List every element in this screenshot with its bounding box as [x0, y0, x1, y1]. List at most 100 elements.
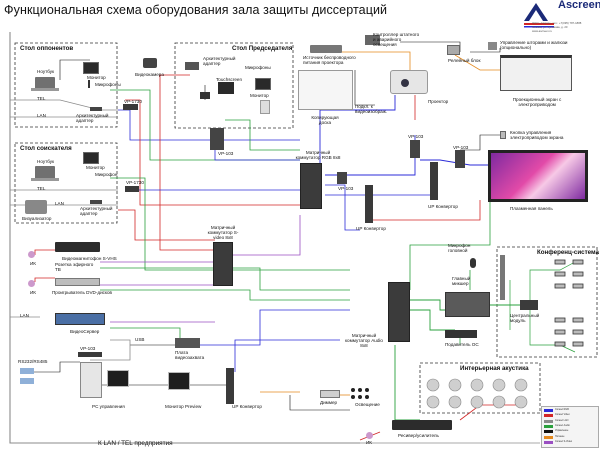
enterprise-lan-label: К LAN / TEL предприятия — [98, 440, 173, 447]
acoustics-box — [419, 362, 541, 414]
vp103-d-label: VP-103 — [338, 186, 354, 191]
rs232-device-icon — [20, 378, 34, 384]
lan-3-label: LAN — [20, 313, 29, 318]
pc-tower-icon — [80, 362, 102, 398]
legend-swatch — [544, 419, 553, 423]
relay-block-label: Релейный блок — [448, 58, 481, 63]
dimmer-device — [320, 390, 340, 398]
page-title: Функциональная схема оборудования зала з… — [4, 3, 388, 17]
notebook-base-icon — [31, 88, 59, 91]
legend-entry: Питание — [544, 434, 596, 440]
projector-lens-icon — [401, 79, 409, 87]
tv-socket-label: Розетка эфирного ТВ — [55, 262, 94, 272]
legend-label: Сигнал Video — [555, 413, 570, 417]
vp103-pc-device — [78, 352, 102, 357]
audio-matrix-label: Матричный коммутатор Audio 8x8 — [345, 333, 383, 348]
legend-label: Управление — [555, 429, 569, 433]
monitor-preview-label: Монитор Preview — [165, 404, 202, 409]
tel-2-label: TEL — [37, 186, 46, 191]
dvd-player-device — [55, 278, 100, 286]
light-controller-label: Контроллер штатного и аварийного освещен… — [373, 32, 420, 47]
videoserver-label: ВидеоСервер — [70, 329, 100, 334]
legend-swatch — [544, 430, 553, 434]
light-controller-icon — [365, 35, 380, 45]
rgb-matrix-switch — [300, 163, 322, 209]
applicant-table-title: Стол соискателя — [20, 145, 72, 152]
screen-button-icon — [500, 131, 506, 139]
main-mixer-label: Главный микшер — [452, 276, 471, 286]
projector-icon — [390, 70, 428, 94]
legend-swatch — [544, 435, 553, 439]
legend-label: Питание — [555, 434, 565, 438]
rs232-label: RS232/RS485 — [18, 359, 48, 364]
plasma-panel-label: Плазменная панель — [510, 206, 553, 211]
legend-label: Сигнал RGB — [555, 408, 569, 411]
vp1730-device — [123, 104, 138, 110]
projection-screen-icon — [500, 55, 572, 91]
videocamera-icon — [143, 58, 157, 68]
up-converter-2 — [430, 162, 438, 200]
svideo-matrix-switch — [213, 242, 233, 286]
vp103-b-device — [410, 140, 420, 158]
vp103-a-device — [210, 128, 224, 150]
notebook-2-base-icon — [31, 178, 59, 181]
projection-screen-label: Проекционный экран с электроприводом — [512, 97, 562, 107]
lighting-icon — [351, 388, 369, 399]
legend-label: Сигнал Audio — [555, 423, 570, 427]
curtain-control-label: Управление шторами и жалюзи (опционально… — [500, 40, 568, 50]
legend-entry: Сигнал LAN — [544, 419, 596, 424]
conference-system-title: Конференц-система — [537, 249, 599, 256]
curtain-control-icon — [488, 42, 497, 50]
notebook-2-icon — [35, 166, 55, 179]
arch-adapter-icon — [90, 107, 102, 111]
logo-address-line: ООО «Аскрин» тел.: +7(095) 787-1888 — [532, 21, 582, 25]
dimmer-label: Диммер — [320, 400, 338, 405]
chairman-table-title: Стол Председателя — [232, 45, 293, 52]
vcr-device — [55, 242, 100, 252]
legend-swatch — [544, 414, 553, 418]
visualizer-label: Визуализатор — [22, 216, 52, 221]
headset-mic-label: Микрофон головной — [448, 243, 471, 253]
rs232-device-icon — [20, 368, 34, 374]
vp103-a-label: VP-103 — [218, 151, 234, 156]
lighting-label: Освещение — [355, 402, 380, 407]
chairman-table-box — [174, 42, 294, 129]
conference-rack-icon — [500, 255, 505, 300]
up-converter-1 — [365, 185, 373, 223]
microphones-chair-label: Микрофоны — [245, 65, 271, 70]
amplifier-label: Ресивер/усилитель — [398, 433, 439, 438]
copy-board-icon — [298, 70, 353, 110]
usb-label: USB — [135, 337, 145, 342]
wireless-source-icon — [310, 45, 342, 53]
projector-label: Проектор — [428, 99, 449, 104]
up-converter-4-label: UP Конвертор — [232, 404, 262, 409]
vp103-d-device — [337, 172, 347, 184]
logo-address-line: Москва, ул. Кулакова, д. 20 — [532, 25, 568, 29]
copy-stand-icon — [260, 100, 270, 114]
ik-sensor-3-icon — [366, 432, 373, 439]
up-converter-4 — [226, 368, 234, 404]
arch-adapter-chair-icon — [185, 62, 199, 70]
applicant-table-box — [14, 142, 118, 224]
legend-entry: Сигнал RGB — [544, 408, 596, 413]
vp1730-label: VP-1730 — [124, 99, 142, 104]
touchscreen-icon — [218, 82, 234, 94]
videocamera-label: Видеокамера — [135, 72, 164, 77]
logo-website: www.ascreen.ru — [532, 29, 552, 33]
audio-matrix-switch — [388, 282, 410, 342]
central-module-label: Центральный модуль — [510, 313, 540, 323]
touchscreen-label: Touchscreen — [216, 77, 243, 82]
svideo-matrix-label: Матричный коммутатор S-video 8x8 — [207, 225, 239, 240]
central-module-device — [520, 300, 538, 310]
acoustics-title: Интерьерная акустика — [460, 365, 529, 372]
legend-swatch — [544, 440, 553, 444]
ik-2-label: ИК — [30, 290, 36, 295]
pc-control-label: PC управления — [92, 404, 125, 409]
capture-board-label: Плата видеозахвата — [175, 350, 205, 360]
ascreen-logo — [524, 3, 554, 28]
ik-3-label: ИК — [366, 440, 372, 445]
up-converter-1-label: UP Конвертор — [356, 226, 386, 231]
microphones-label: Микрофоны — [95, 82, 121, 87]
opponents-table-box — [14, 42, 118, 128]
